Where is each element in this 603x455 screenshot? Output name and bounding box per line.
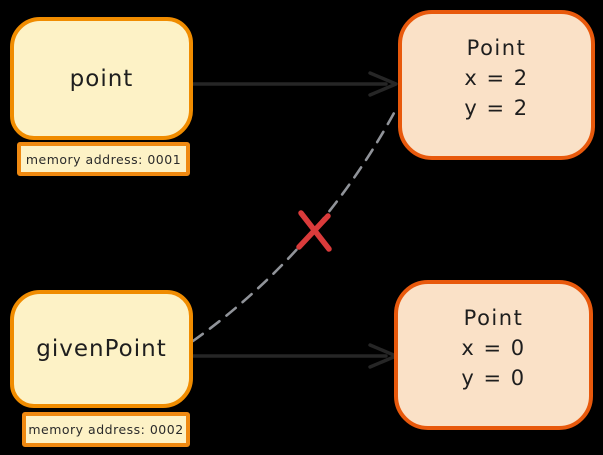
object-box-point-2-2: Point x = 2 y = 2 [398, 10, 595, 160]
memory-address-label-givenpoint: memory address: 0002 [28, 422, 184, 437]
object-field-x: x = 0 [461, 336, 526, 360]
object-field-y: y = 2 [464, 96, 529, 120]
memory-address-badge-point: memory address: 0001 [17, 142, 190, 176]
object-title: Point [466, 36, 527, 60]
object-field-y: y = 0 [461, 366, 526, 390]
memory-address-label-point: memory address: 0001 [25, 151, 182, 167]
object-field-x: x = 2 [464, 66, 529, 90]
variable-label-point: point [69, 65, 134, 92]
variable-label-givenpoint: givenPoint [36, 336, 167, 362]
invalid-reference-cross-icon [296, 210, 332, 252]
variable-box-point: point [10, 17, 193, 140]
memory-address-badge-givenpoint: memory address: 0002 [22, 412, 190, 447]
object-box-point-0-0: Point x = 0 y = 0 [394, 280, 593, 430]
object-title: Point [463, 306, 524, 330]
reference-arrow-point [191, 71, 398, 97]
variable-box-givenpoint: givenPoint [10, 290, 193, 408]
broken-reference-dashed-line [191, 111, 396, 343]
reference-arrow-givenpoint [190, 343, 398, 369]
